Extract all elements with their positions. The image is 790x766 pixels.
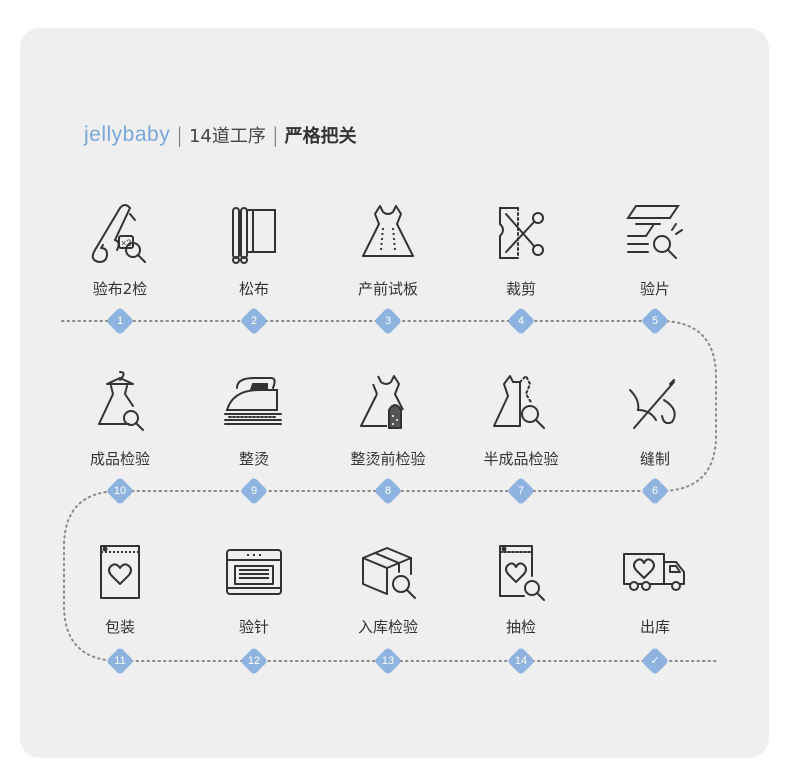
svg-text:×2: ×2 <box>121 238 131 248</box>
step-label: 整烫前检验 <box>350 450 426 468</box>
needle-thread-icon <box>629 379 676 429</box>
step-label: 抽检 <box>505 618 536 636</box>
needle-detector-icon <box>226 549 282 595</box>
semi-finished-inspect-icon <box>493 375 545 429</box>
step-badge: 3 <box>373 306 403 336</box>
finished-inspect-icon <box>98 371 144 431</box>
step-label: 缝制 <box>639 450 670 468</box>
step-badge: 4 <box>506 306 536 336</box>
step-label: 松布 <box>238 280 269 298</box>
step-badge: 8 <box>373 476 403 506</box>
step-label: 包装 <box>104 618 135 636</box>
sample-check-icon <box>499 545 545 601</box>
step-badge: 5 <box>640 306 670 336</box>
step-badge: 12 <box>239 646 269 676</box>
step-label: 半成品检验 <box>483 450 559 468</box>
step-label: 验针 <box>238 618 269 636</box>
header-divider: | <box>176 123 183 147</box>
step-label: 整烫 <box>238 450 269 468</box>
step-label: 裁剪 <box>505 280 536 298</box>
delivery-truck-icon <box>623 553 685 591</box>
header-subtitle: 14道工序 <box>188 126 266 147</box>
header: jellybaby | 14道工序 | 严格把关 <box>84 122 357 148</box>
package-bag-icon <box>100 545 140 599</box>
brand-logo: jellybaby <box>84 123 171 146</box>
step-badge: 9 <box>239 476 269 506</box>
step-badge: 14 <box>506 646 536 676</box>
step-label: 入库检验 <box>357 618 418 636</box>
piece-inspect-icon <box>626 205 683 259</box>
step-badge: 10 <box>105 476 135 506</box>
header-tagline: 严格把关 <box>284 126 357 147</box>
step-label: 验片 <box>639 280 670 298</box>
warehouse-box-inspect-icon <box>362 547 416 599</box>
header-divider: | <box>271 123 279 147</box>
iron-icon <box>224 377 282 425</box>
fabric-relax-icon <box>232 207 276 264</box>
check-badge: ✓ <box>640 646 670 676</box>
step-label: 验布2检 <box>92 280 148 298</box>
step-label: 产前试板 <box>357 280 418 298</box>
step-badge: 2 <box>239 306 269 336</box>
step-badge: 7 <box>506 476 536 506</box>
step-badge: 6 <box>640 476 670 506</box>
step-label: 出库 <box>639 618 670 636</box>
step-badge: 13 <box>373 646 403 676</box>
fabric-roll-inspect-icon: ×2 <box>91 204 146 263</box>
pre-ironing-inspect-icon <box>360 375 404 429</box>
step-label: 成品检验 <box>89 450 150 468</box>
step-badge: 11 <box>105 646 135 676</box>
dress-sample-icon <box>362 205 414 257</box>
cutting-icon <box>499 207 544 259</box>
step-badge: 1 <box>105 306 135 336</box>
